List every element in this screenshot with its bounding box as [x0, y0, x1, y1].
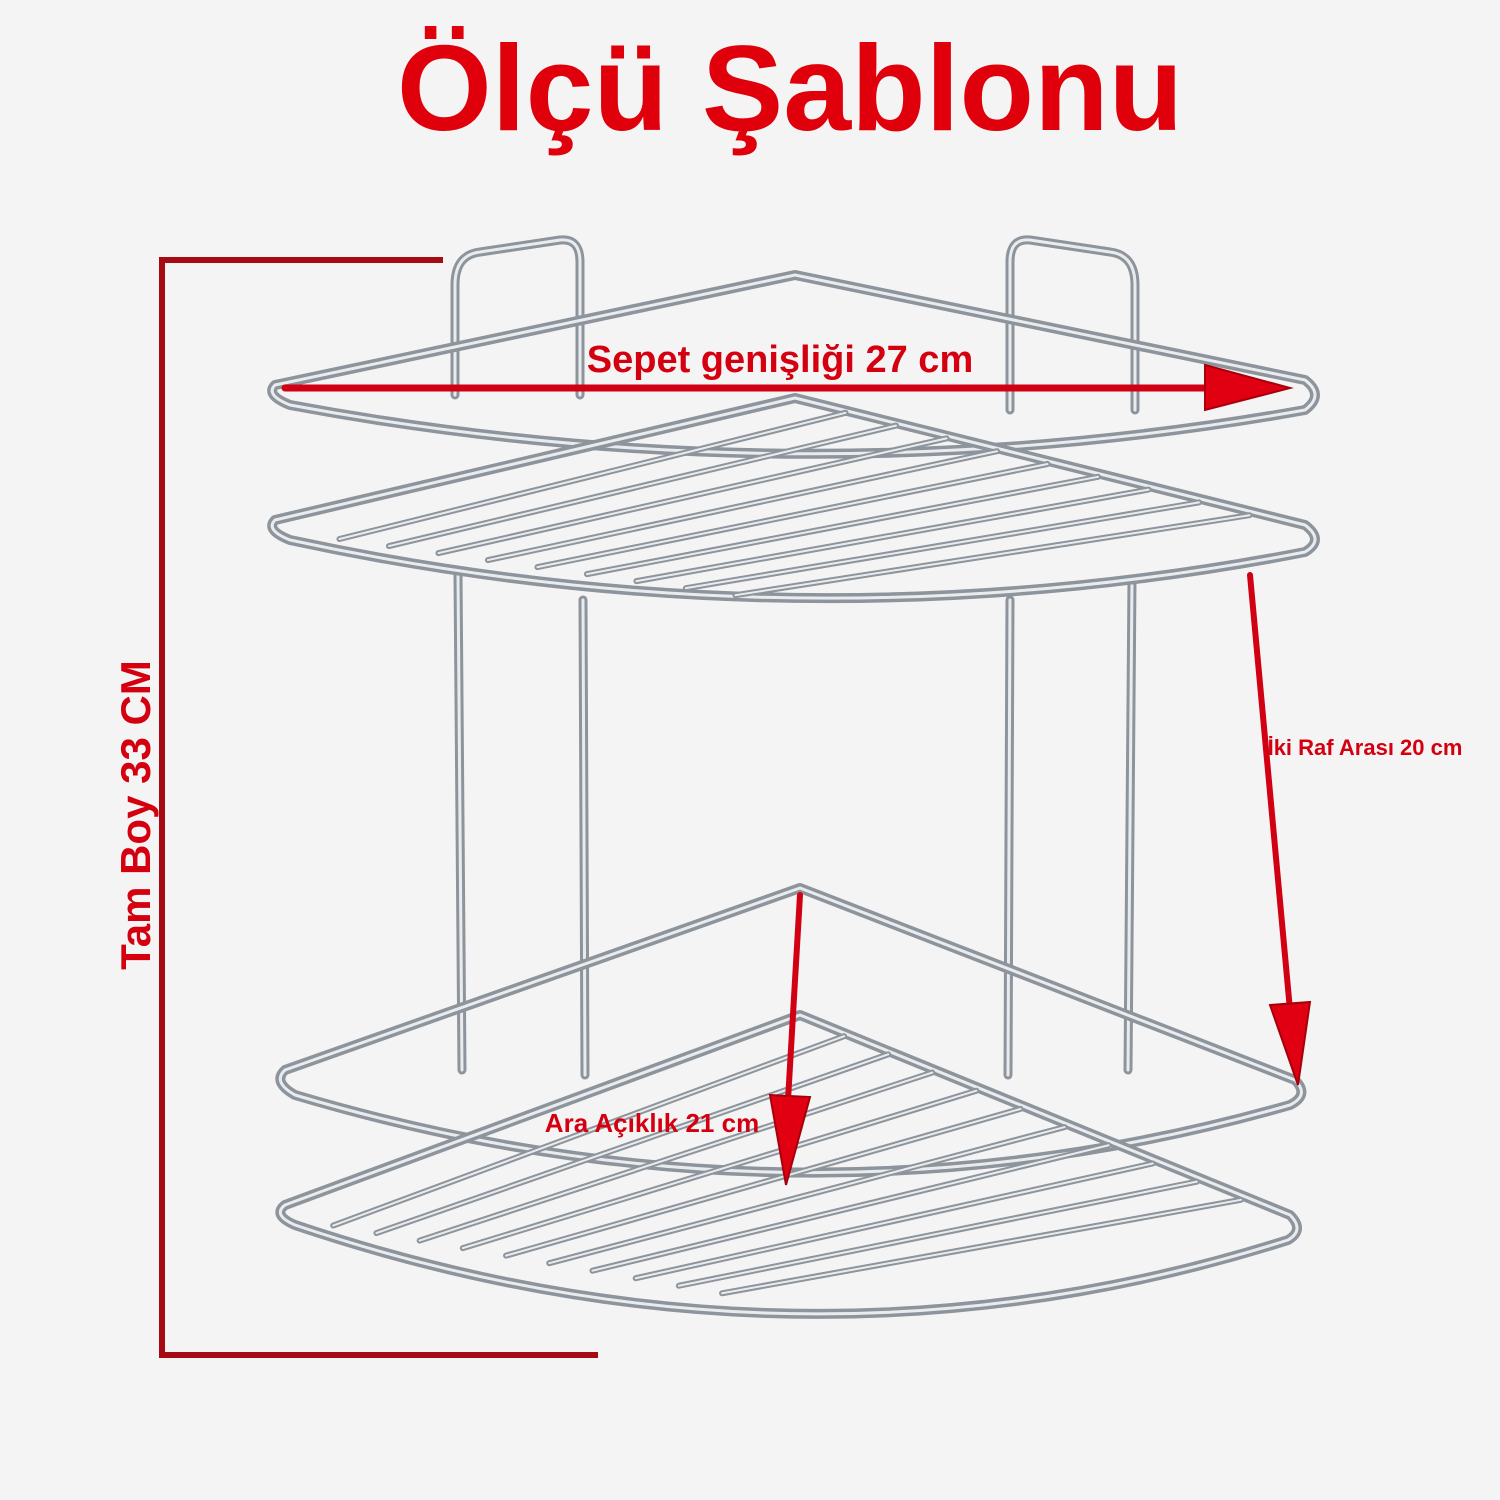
basket-slat: [585, 475, 1099, 576]
basket-width-label: Sepet genişliği 27 cm: [587, 339, 973, 381]
basket-slat: [387, 424, 897, 548]
basket-slat: [548, 1126, 1066, 1265]
corner-shelf-product: [267, 235, 1320, 1319]
arrow-down-icon: [768, 892, 812, 1186]
basket-slat: [684, 501, 1200, 590]
arrow-down-icon: [1247, 572, 1312, 1086]
arrow-right-icon: [281, 363, 1294, 412]
basket-slat: [375, 1053, 890, 1235]
basket-slat: [734, 514, 1251, 597]
full-height-bracket: [159, 257, 598, 1358]
basket-slat: [338, 411, 847, 541]
upper-shelf-basket: [267, 393, 1320, 604]
basket-slat: [591, 1144, 1110, 1272]
basket-slat: [677, 1180, 1198, 1287]
basket-slat: [461, 1089, 978, 1250]
lower-shelf-basket: [275, 1010, 1302, 1319]
basket-slat: [418, 1071, 934, 1242]
lower-shelf-top-rail: [275, 883, 1307, 1178]
shelf-spacing-label: İki Raf Arası 20 cm: [1268, 735, 1463, 760]
support-frame: [450, 235, 1140, 1080]
basket-slat: [486, 450, 998, 562]
upper-shelf-top-rail: [267, 270, 1320, 459]
page-title: Ölçü Şablonu: [397, 20, 1183, 156]
basket-slat: [536, 463, 1049, 569]
basket-slat: [332, 1035, 846, 1227]
basket-slat: [721, 1198, 1242, 1295]
basket-slat: [437, 437, 948, 555]
basket-slat: [634, 1162, 1154, 1280]
full-height-label: Tam Boy 33 CM: [112, 660, 159, 970]
inner-gap-label: Ara Açıklık 21 cm: [545, 1108, 759, 1138]
basket-slat: [635, 488, 1150, 583]
basket-slat: [505, 1107, 1022, 1257]
